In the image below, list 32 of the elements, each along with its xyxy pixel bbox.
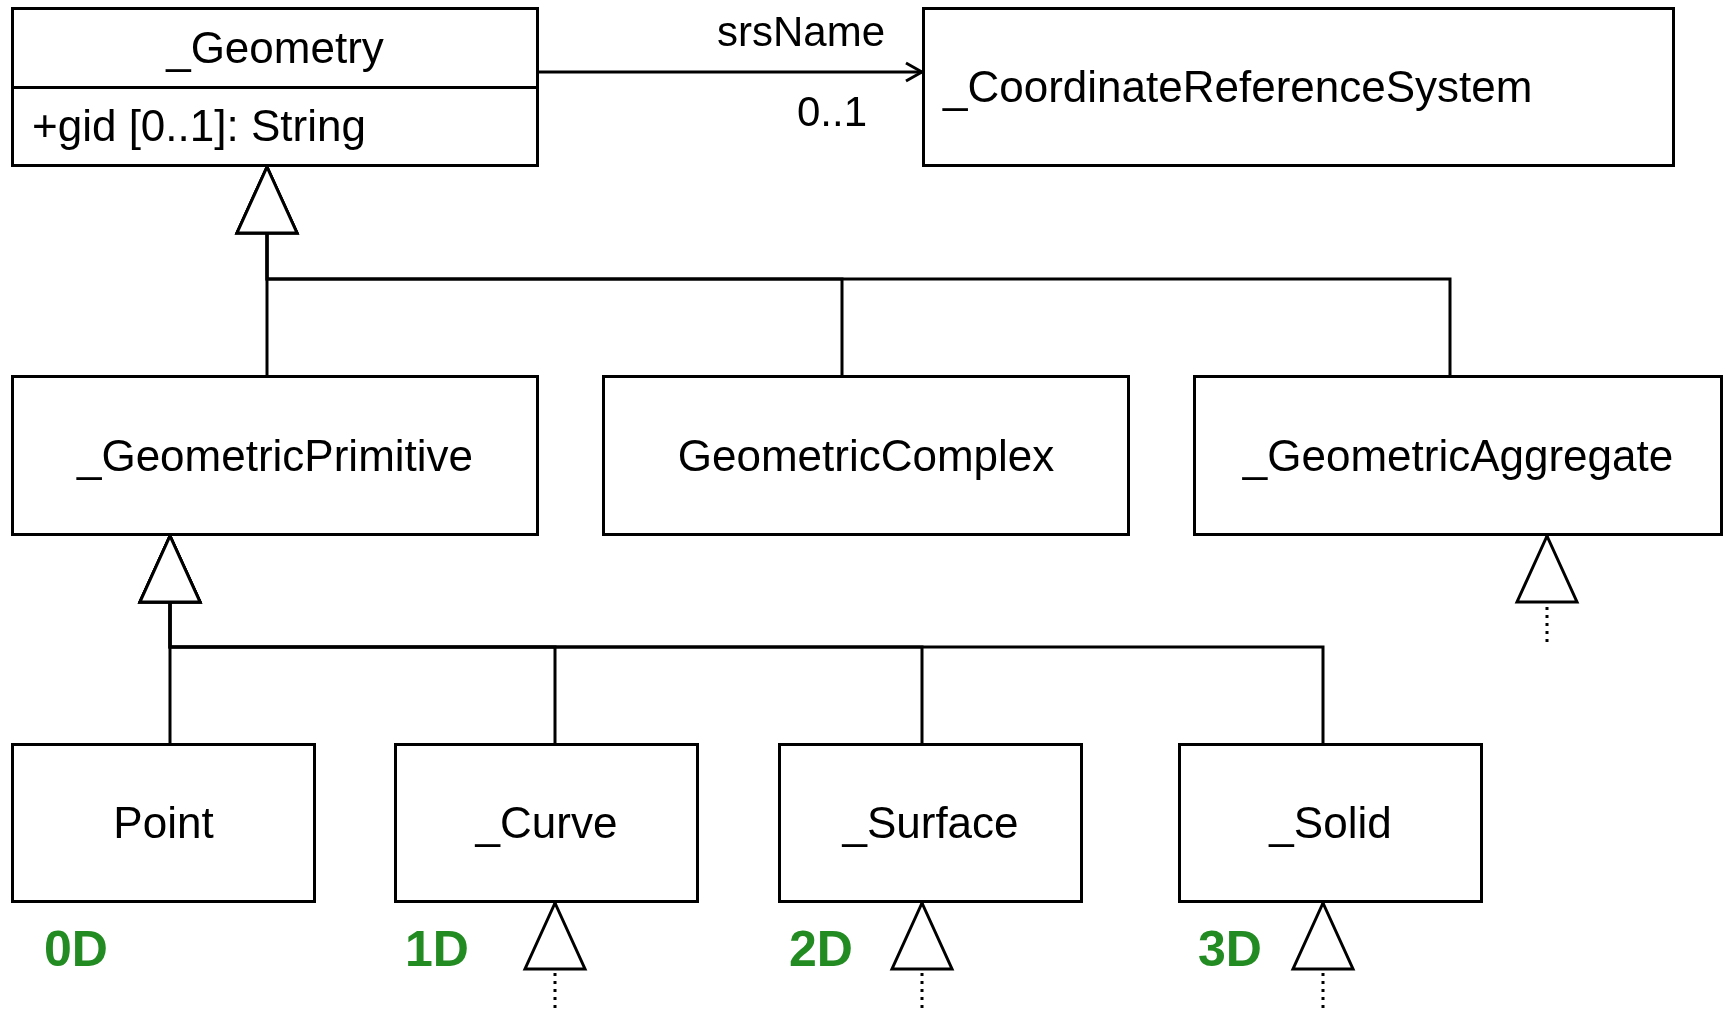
class-name: _Surface [842, 798, 1019, 848]
class-box [11, 7, 539, 167]
class-name: _Curve [475, 798, 618, 848]
class-attribute: +gid [0..1]: String [32, 101, 366, 152]
class-name: _Geometry [166, 22, 384, 73]
dimension-label: 3D [1198, 920, 1262, 978]
class-name: GeometricComplex [677, 430, 1055, 481]
generalization-arrow [1291, 901, 1355, 1008]
class-box [602, 375, 1130, 536]
generalization-arrow [138, 534, 1325, 743]
generalization-arrow [1515, 534, 1579, 642]
dimension-label: 0D [44, 920, 108, 978]
class-name: _CoordinateReferenceSystem [943, 62, 1533, 112]
generalization-arrow [235, 165, 1452, 375]
class-name: _GeometricAggregate [1242, 430, 1674, 481]
edge-label: srsName [717, 8, 886, 56]
association-arrow [539, 61, 924, 83]
dimension-label: 2D [789, 920, 853, 978]
class-box [922, 7, 1675, 167]
class-box [394, 743, 699, 903]
dimension-label: 1D [405, 920, 469, 978]
generalization-arrow [890, 901, 954, 1008]
class-box [778, 743, 1083, 903]
generalization-arrow [523, 901, 587, 1008]
class-name: _Solid [1269, 798, 1392, 848]
multiplicity-label: 0..1 [797, 88, 868, 136]
class-box [11, 743, 316, 903]
class-box [11, 375, 539, 536]
class-name: Point [113, 798, 214, 848]
class-box [1178, 743, 1483, 903]
class-name: _GeometricPrimitive [76, 430, 474, 481]
class-box [1193, 375, 1723, 536]
